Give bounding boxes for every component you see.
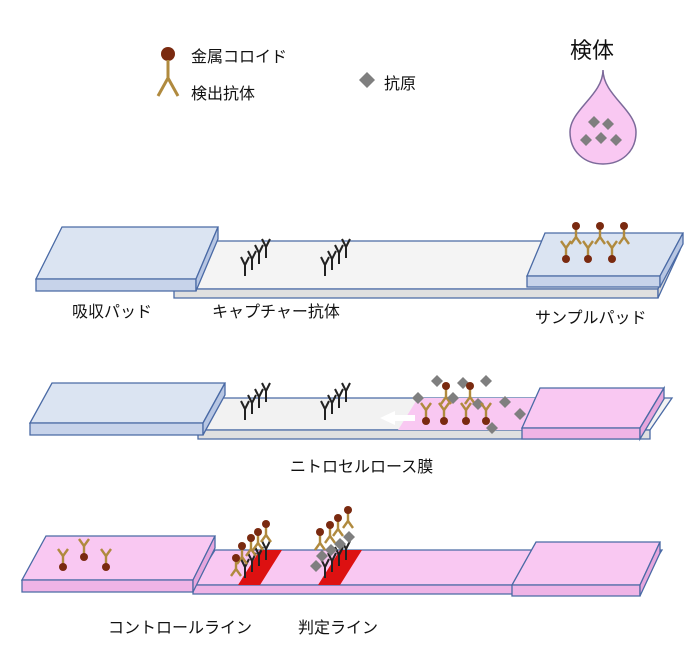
sample-pad-3 xyxy=(510,541,662,597)
strip-stage-1 xyxy=(34,220,685,299)
sample-label: 検体 xyxy=(570,39,615,64)
legend-detection-antibody-label: 検出抗体 xyxy=(191,84,256,103)
capture-antibody-label: キャプチャー抗体 xyxy=(212,302,340,321)
test-line-red xyxy=(318,550,362,585)
strip-stage-3 xyxy=(20,504,664,597)
sample-pad-2 xyxy=(520,385,666,442)
legend-antigen-icon xyxy=(359,72,375,88)
absorbent-pad-3 xyxy=(20,535,217,593)
flow-arrow xyxy=(380,411,415,425)
control-line-red xyxy=(238,550,282,585)
sample-droplet xyxy=(569,69,637,165)
legend-antigen-label: 抗原 xyxy=(384,74,417,93)
absorbent-pad-label: 吸収パッド xyxy=(72,302,153,321)
legend-gold-colloid-label: 金属コロイド xyxy=(191,47,288,66)
test-line-label: 判定ライン xyxy=(298,618,379,637)
legend-conjugate-icon xyxy=(156,47,180,97)
absorbent-pad-1 xyxy=(34,226,219,292)
strip-stage-2 xyxy=(28,375,674,442)
sample-pad-label: サンプルパッド xyxy=(535,308,647,327)
control-line-label: コントロールライン xyxy=(108,618,253,637)
membrane-label: ニトロセルロース膜 xyxy=(290,457,434,476)
sample-pad-1 xyxy=(526,232,685,288)
absorbent-pad-2 xyxy=(28,382,227,436)
legend xyxy=(156,47,375,97)
